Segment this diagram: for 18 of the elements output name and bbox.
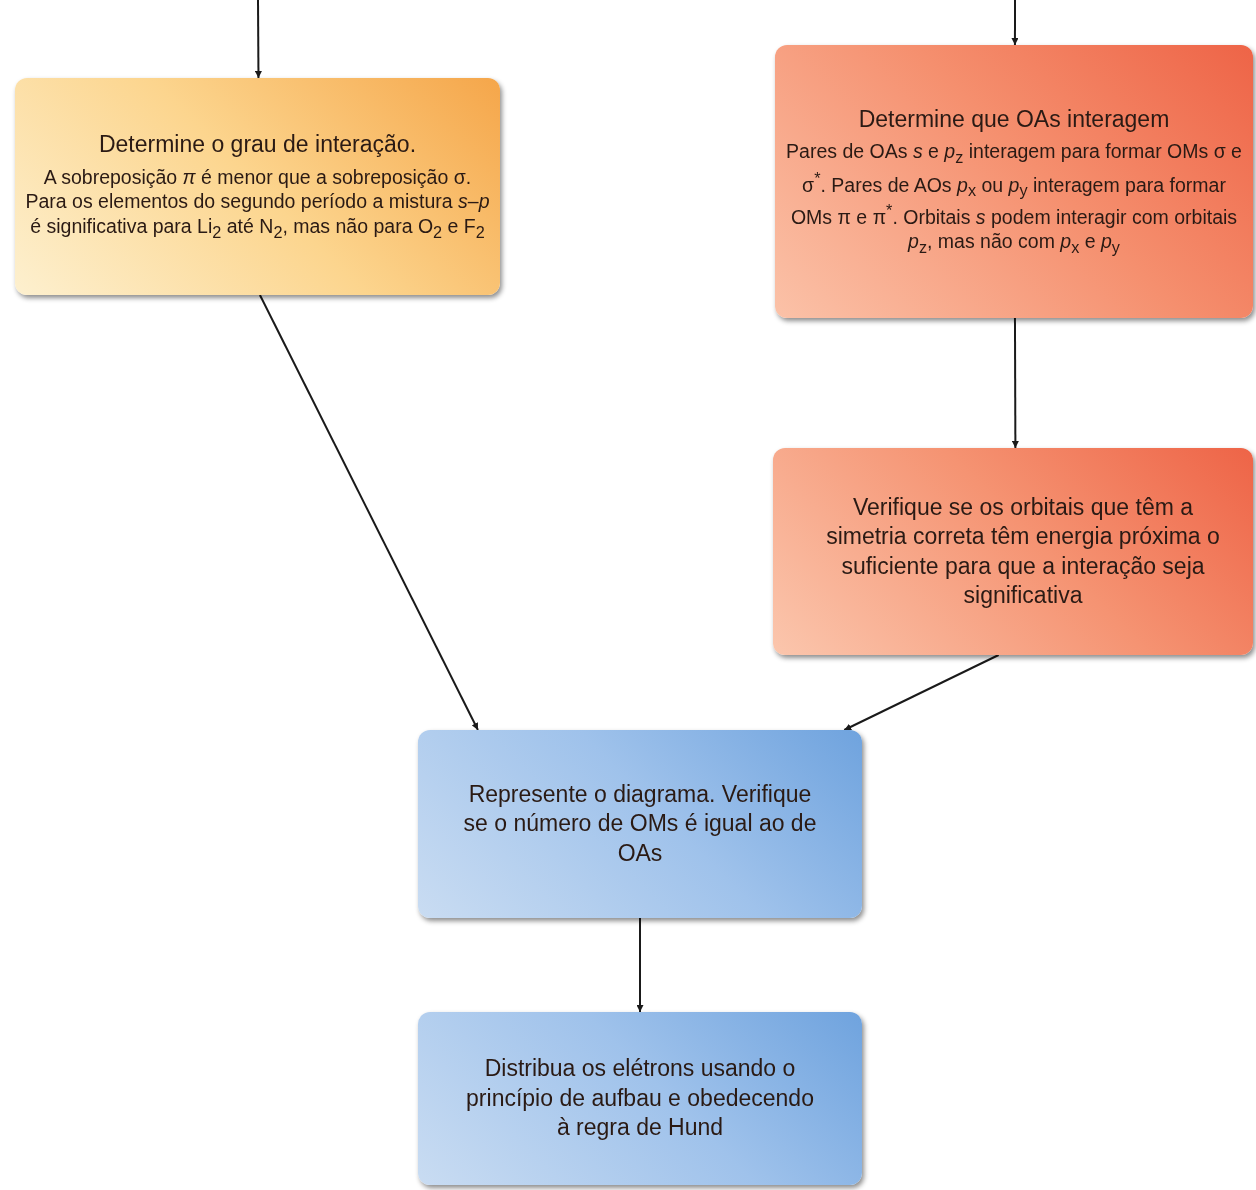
box-text: Represente o diagrama. Verifique se o número de OMs é igual ao de OAs — [462, 779, 818, 868]
arrow — [1011, 0, 1019, 46]
box-text: Distribua os elétrons usando o princípio de aufbau e obedecendo à regra de Hund — [465, 1054, 815, 1143]
box-text: A sobreposição π é menor que a sobreposição σ. Para os elementos do segundo período a mistura s–p é significativa para Li$_{2}$ até N$_{2}$, mas não para O$_{2}$ e F$_{2}$ — [25, 164, 490, 242]
arrow — [636, 917, 644, 1013]
arrow — [843, 654, 1000, 731]
process-box — [418, 1012, 862, 1185]
box-heading: Determine o grau de interação. — [98, 131, 417, 159]
arrow — [1011, 317, 1019, 449]
box-text: Verifique se os orbitais que têm a simetria correta têm energia próxima o suficiente para que a interação seja significativa — [825, 492, 1221, 610]
box-text: Pares de OAs s e p$_{z}$ interagem para formar OMs σ e σ$^{*}$. Pares de AOs p$_{x}$ ou p$_{y}$ interagem para formar OMs π e π$^{*}$. Orbitais s podem interagir com orbitais p$_{z}$, mas não com p$_{x}$ e p$_{y}$ — [785, 139, 1243, 258]
process-box — [15, 78, 500, 295]
arrow — [254, 0, 262, 79]
process-box — [775, 45, 1253, 318]
arrow — [258, 294, 479, 731]
box-heading: Determine que OAs interagem — [858, 105, 1170, 134]
process-box — [773, 448, 1253, 655]
process-box — [418, 730, 862, 918]
